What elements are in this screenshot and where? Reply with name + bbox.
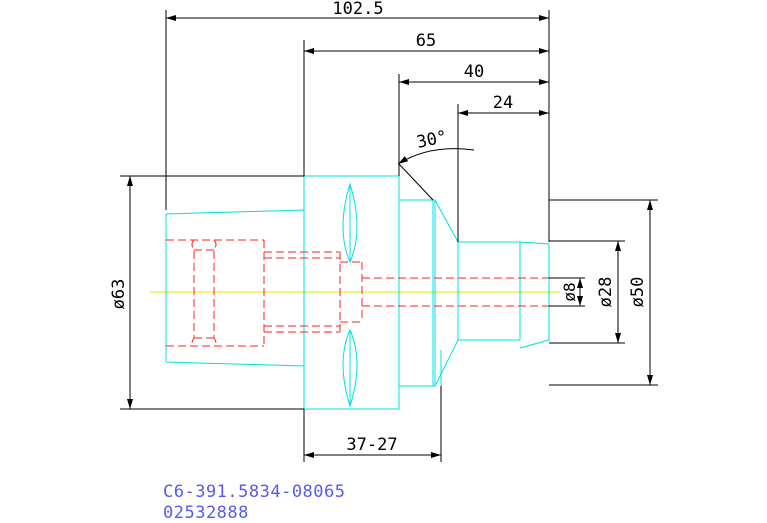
- dim-40-text: 40: [464, 62, 484, 82]
- hidden-bore: [166, 239, 549, 347]
- dim-102-5-text: 102.5: [332, 0, 383, 19]
- dim-24-text: 24: [493, 93, 513, 113]
- part-outline: [165, 175, 550, 410]
- dim-28-text: ø28: [596, 277, 616, 308]
- angle-arc: [397, 148, 475, 165]
- dim-65-text: 65: [416, 31, 436, 51]
- dim-63-text: ø63: [109, 279, 129, 310]
- dim-50-text: ø50: [628, 277, 648, 308]
- dim-37-27-text: 37-27: [346, 435, 397, 455]
- dimension-lines: [127, 15, 653, 458]
- part-code: C6-391.5834-08065: [163, 482, 346, 502]
- dim-8-text: ø8: [560, 282, 579, 301]
- extension-lines: [120, 10, 658, 462]
- part-number: 02532888: [163, 503, 249, 523]
